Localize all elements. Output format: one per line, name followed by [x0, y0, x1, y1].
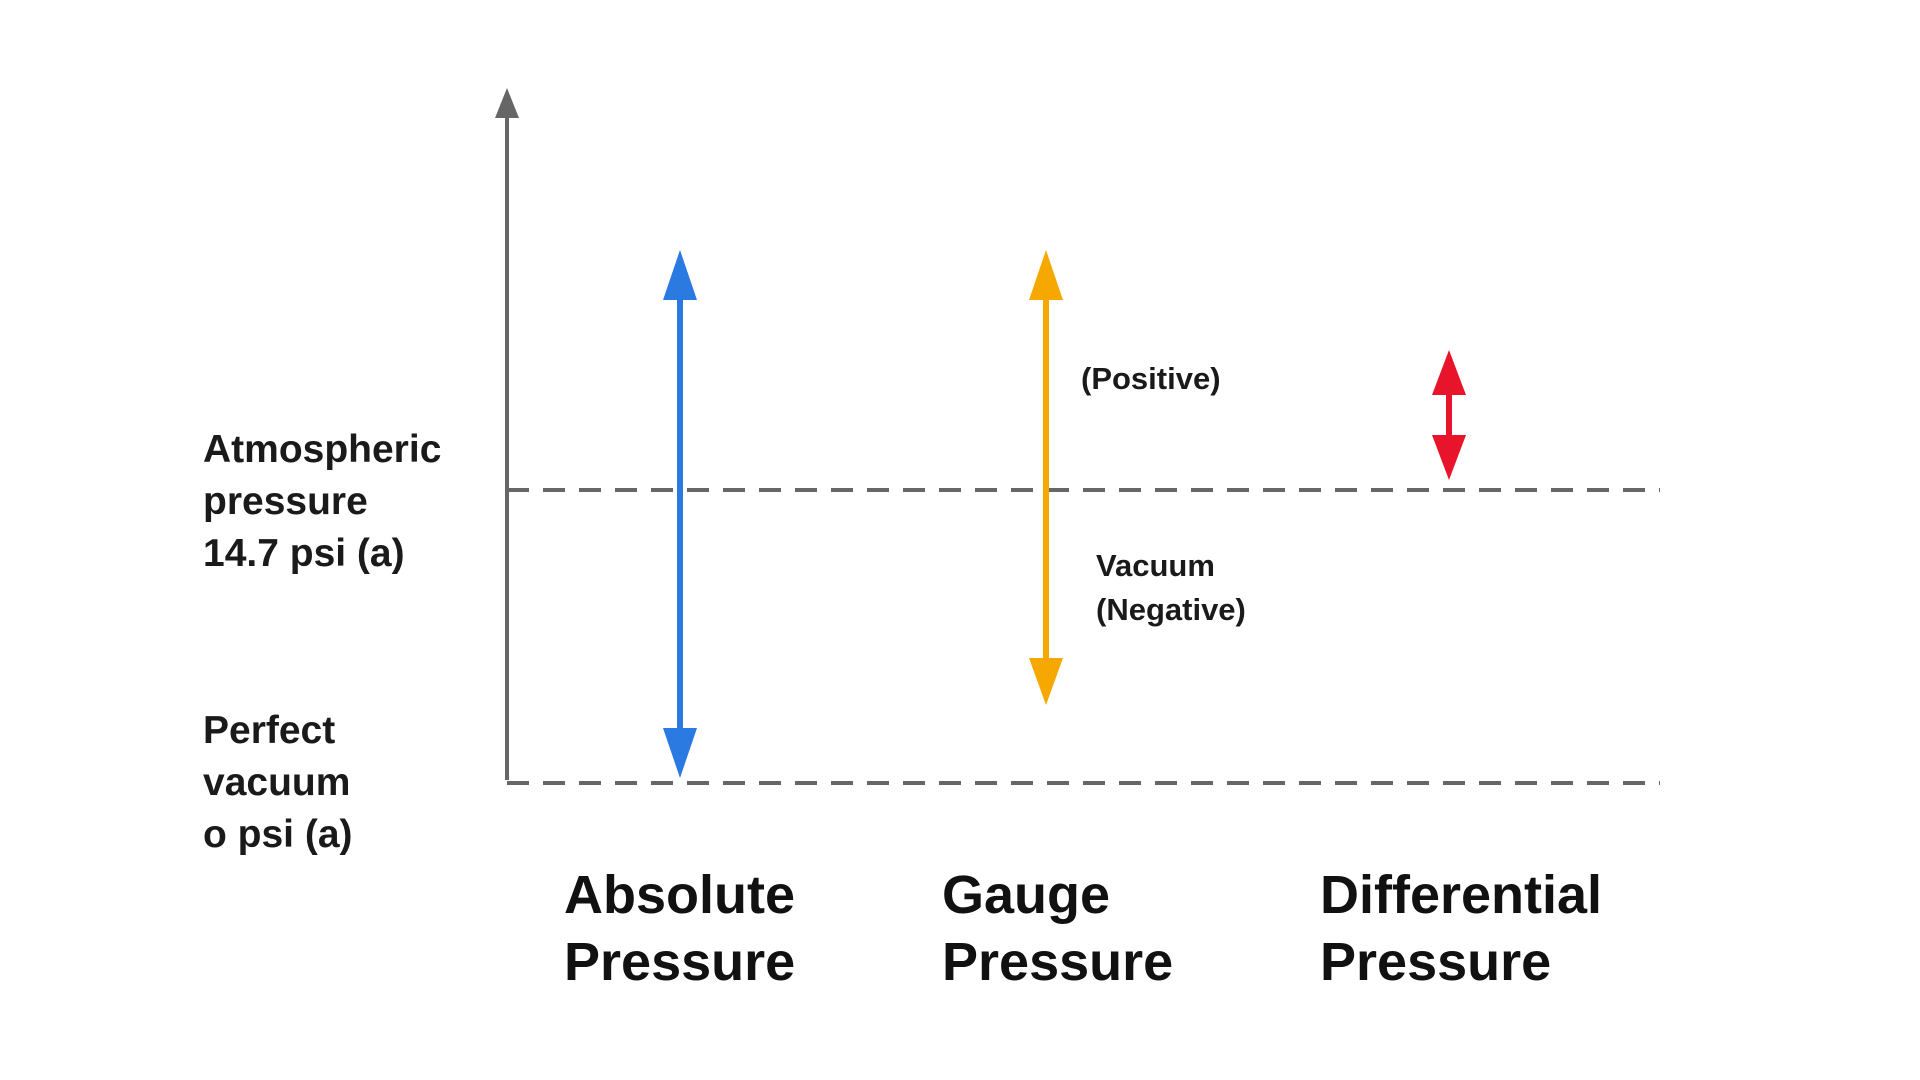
perfect-vacuum-label-line-1: Perfect [203, 709, 336, 752]
vacuum-annotation-line-1: Vacuum [1096, 548, 1215, 583]
differential-arrow-down-icon [1432, 435, 1466, 480]
gauge-pressure-label: Gauge Pressure [942, 862, 1173, 996]
differential-label-line-1: Differential [1320, 865, 1603, 925]
gauge-pressure-arrow [1029, 250, 1063, 705]
absolute-label-line-2: Pressure [564, 932, 796, 992]
absolute-label-line-1: Absolute [564, 865, 796, 925]
absolute-pressure-arrow [663, 250, 697, 778]
perfect-vacuum-label: Perfect vacuum o psi (a) [203, 705, 353, 861]
absolute-arrow-up-icon [663, 250, 697, 300]
perfect-vacuum-label-line-2: vacuum [203, 761, 351, 804]
positive-annotation-text: (Positive) [1081, 361, 1221, 396]
perfect-vacuum-label-line-3: o psi (a) [203, 813, 353, 856]
absolute-arrow-down-icon [663, 728, 697, 778]
differential-arrow-up-icon [1432, 350, 1466, 395]
gauge-label-line-2: Pressure [942, 932, 1174, 992]
atmospheric-label-line-1: Atmospheric [203, 428, 442, 471]
gauge-arrow-down-icon [1029, 658, 1063, 705]
differential-pressure-label: Differential Pressure [1320, 862, 1602, 996]
vacuum-negative-annotation: Vacuum (Negative) [1096, 544, 1246, 632]
atmospheric-label-line-2: pressure [203, 480, 368, 523]
gauge-arrow-up-icon [1029, 250, 1063, 300]
axis-arrowhead-icon [495, 88, 519, 118]
differential-pressure-arrow [1432, 350, 1466, 480]
atmospheric-pressure-label: Atmospheric pressure 14.7 psi (a) [203, 424, 441, 580]
differential-label-line-2: Pressure [1320, 932, 1552, 992]
atmospheric-label-line-3: 14.7 psi (a) [203, 532, 405, 575]
positive-annotation: (Positive) [1081, 357, 1221, 401]
absolute-pressure-label: Absolute Pressure [564, 862, 795, 996]
gauge-label-line-1: Gauge [942, 865, 1111, 925]
vacuum-annotation-line-2: (Negative) [1096, 592, 1246, 627]
